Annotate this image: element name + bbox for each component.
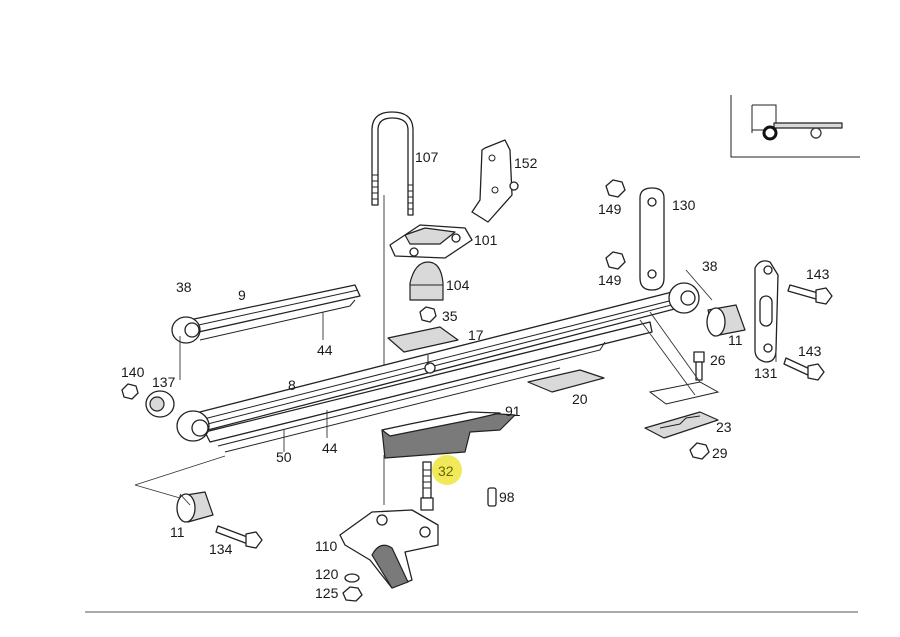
bushing-137 (145, 390, 175, 418)
spring-plate (389, 224, 473, 259)
callout-38-left[interactable]: 38 (176, 279, 192, 295)
callout-120[interactable]: 120 (315, 566, 339, 582)
callout-91[interactable]: 91 (505, 403, 521, 419)
callout-32[interactable]: 32 (438, 463, 454, 479)
lower-bracket (339, 509, 439, 589)
callout-50[interactable]: 50 (276, 449, 292, 465)
bolt-134 (215, 525, 263, 549)
pad (527, 369, 605, 393)
callout-8[interactable]: 8 (288, 377, 296, 393)
nut-29 (689, 442, 710, 460)
callout-101[interactable]: 101 (474, 232, 498, 248)
shackle (639, 187, 665, 291)
callout-20[interactable]: 20 (572, 391, 588, 407)
spacer-block (381, 411, 516, 459)
callout-110[interactable]: 110 (315, 538, 338, 554)
nut-149-top (605, 179, 626, 198)
callout-131[interactable]: 131 (754, 365, 778, 381)
callout-143-bottom[interactable]: 143 (798, 343, 822, 359)
callout-152[interactable]: 152 (514, 155, 538, 171)
upper-leaf-spring (171, 284, 361, 344)
vehicle-locator-inset (730, 95, 860, 158)
spring-hanger (754, 260, 779, 363)
bump-stop (409, 261, 444, 301)
callout-149-top[interactable]: 149 (598, 201, 622, 217)
callout-29[interactable]: 29 (712, 445, 728, 461)
callout-38-right[interactable]: 38 (702, 258, 718, 274)
mounting-bracket (471, 139, 519, 223)
bushing-11-left (176, 491, 214, 523)
callout-23[interactable]: 23 (716, 419, 732, 435)
bolt-32 (420, 461, 434, 511)
bolt-143-bottom (783, 357, 825, 381)
callout-35[interactable]: 35 (442, 308, 458, 324)
callout-140[interactable]: 140 (121, 364, 145, 380)
bolt-26 (693, 351, 705, 381)
nut (419, 306, 437, 323)
bolt-143-top (787, 284, 833, 305)
shim-plate (387, 326, 459, 353)
callout-44-main[interactable]: 44 (322, 440, 338, 456)
u-bolt (371, 111, 414, 216)
washer-120 (344, 573, 360, 583)
callout-9[interactable]: 9 (238, 287, 246, 303)
nut-140 (121, 383, 139, 400)
callout-125[interactable]: 125 (315, 585, 339, 601)
callout-17[interactable]: 17 (468, 327, 484, 343)
highlight-marker (432, 455, 462, 485)
callout-130[interactable]: 130 (672, 197, 696, 213)
callout-11-right[interactable]: 11 (728, 332, 743, 348)
callout-107[interactable]: 107 (415, 149, 439, 165)
callout-98[interactable]: 98 (499, 489, 515, 505)
callout-149-bottom[interactable]: 149 (598, 272, 622, 288)
callout-104[interactable]: 104 (446, 277, 470, 293)
callout-134[interactable]: 134 (209, 541, 233, 557)
callout-11-left[interactable]: 11 (170, 524, 185, 540)
callout-137[interactable]: 137 (152, 374, 176, 390)
callout-44-upper[interactable]: 44 (317, 342, 333, 358)
callout-26[interactable]: 26 (710, 352, 726, 368)
callout-labels: 107 152 101 104 35 17 38 9 44 140 137 8 … (121, 149, 830, 601)
leader-lines (134, 269, 777, 506)
nut-149-bottom (605, 251, 626, 270)
nut-125 (342, 586, 363, 602)
callout-143-top[interactable]: 143 (806, 266, 830, 282)
main-leaf-spring (176, 282, 700, 453)
pin (487, 487, 497, 507)
bushing-11-right (706, 304, 746, 337)
clamp-plate (644, 381, 720, 439)
